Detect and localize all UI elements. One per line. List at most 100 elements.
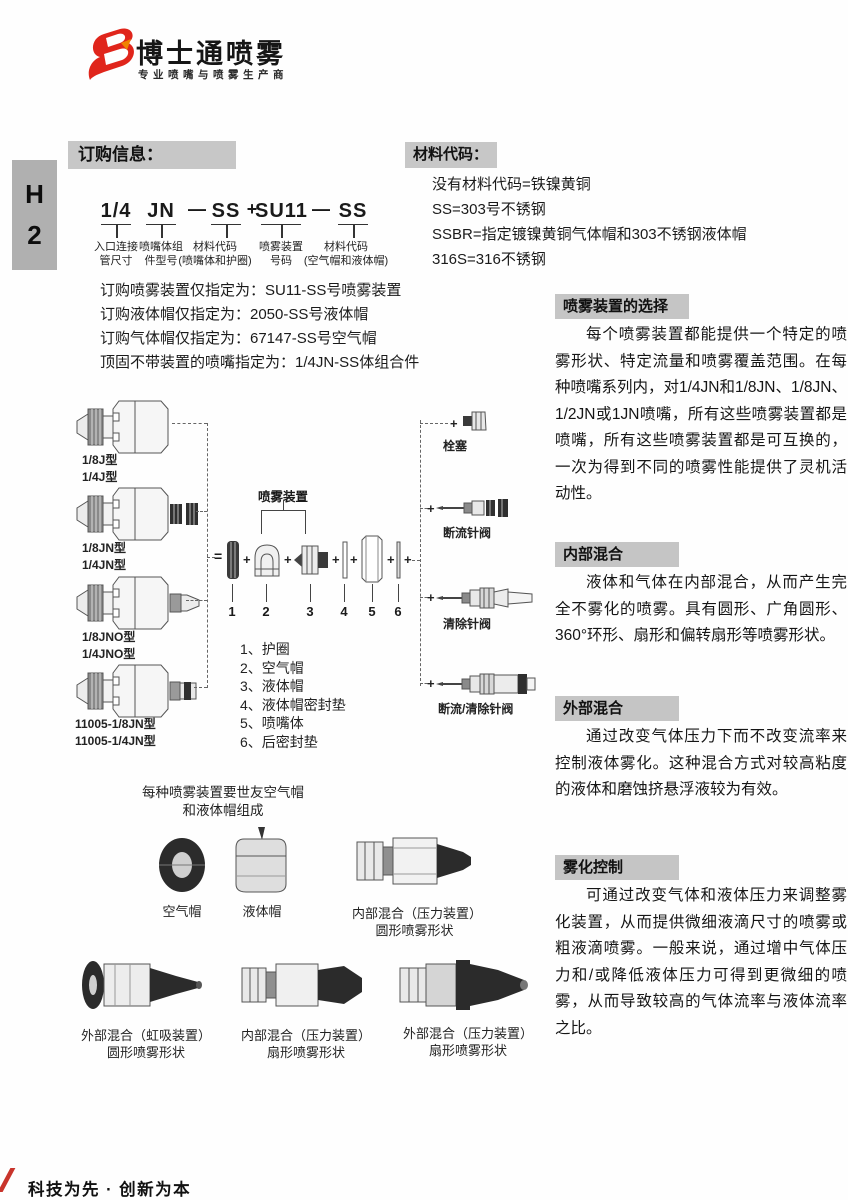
air-cap-drawing [159, 838, 205, 892]
sidebar-header-setup-selection: 喷雾装置的选择 [555, 294, 689, 319]
footer-slogan: 科技为先 · 创新为本 [28, 1181, 192, 1199]
sidebar-header-atomization-control: 雾化控制 [555, 855, 679, 880]
material-codes-list: 没有材料代码=铁镍黄铜 SS=303号不锈钢 SSBR=指定镀镍黄铜气体帽和30… [432, 172, 747, 272]
code-separator-1: — [188, 199, 206, 219]
part-number: 4 [340, 604, 348, 619]
assembly-bracket [261, 510, 262, 534]
ordering-example-line: 订购气体帽仅指定为：67147-SS号空气帽 [100, 330, 377, 347]
material-code-line: SSBR=指定镀镍黄铜气体帽和303不锈钢液体帽 [432, 226, 747, 243]
part-rear-seal-icon [396, 541, 401, 579]
sidebar-header-external-mix: 外部混合 [555, 696, 679, 721]
leader-line [266, 584, 267, 602]
code-connector [101, 224, 131, 238]
parts-list-item: 5、喷嘴体 [240, 715, 304, 731]
material-code-line: 316S=316不锈钢 [432, 251, 546, 268]
connector-dash [420, 508, 432, 509]
internal-mix-round-drawing [356, 837, 471, 885]
parts-list-item: 4、液体帽密封垫 [240, 696, 346, 713]
code-label-inlet: 入口连接管尺寸 [94, 241, 138, 267]
plus-sign: + [427, 676, 435, 691]
accessory-label: 断流针阀 [443, 526, 492, 540]
sidebar-body-atomization-control: 可通过改变气体和液体压力来调整雾化装置，从而提供微细液滴尺寸的喷雾或粗液滴喷雾。… [555, 887, 847, 1037]
code-label-setup: 喷雾装置号码 [259, 241, 303, 267]
sidebar-body-setup-selection: 每个喷雾装置都能提供一个特定的喷雾形状、特定流量和喷雾覆盖范围。在每种喷嘴系列内… [555, 326, 847, 502]
external-mix-pressure-drawing [399, 960, 528, 1010]
part-retainer-ring-icon [227, 541, 239, 579]
part-number: 2 [262, 604, 270, 619]
fluid-cap-label: 液体帽 [242, 904, 282, 919]
accessory-shutoff-cleanout-needle-icon [436, 673, 536, 695]
connector-dash [186, 600, 207, 601]
nozzle-drawing-j-type [76, 400, 169, 454]
accessory-shutoff-needle-icon [436, 499, 508, 517]
external-mix-siphon-drawing [82, 961, 202, 1009]
code-setup-number: SU11 [255, 200, 308, 222]
code-material-2: SS [338, 200, 368, 222]
fluid-cap-drawing [235, 827, 287, 893]
material-code-line: 没有材料代码=铁镍黄铜 [432, 176, 591, 193]
part-number: 3 [306, 604, 314, 619]
external-mix-pressure-label: 外部混合（压力装置） 扇形喷雾形状 [402, 1026, 533, 1058]
connector-spine-left [207, 423, 208, 688]
plus-sign: + [427, 590, 435, 605]
ordering-info-header: 订购信息： [68, 141, 236, 169]
leader-line [232, 584, 233, 602]
part-nozzle-body-icon [361, 535, 383, 583]
plus-sign: + [427, 501, 435, 516]
plus-sign: + [332, 552, 340, 567]
connector-dash [194, 687, 207, 688]
connector-dash [172, 423, 207, 424]
sidebar-body-external-mix: 通过改变气体压力下而不改变流率来控制液体雾化。这种混合方式对较高粘度的液体和磨蚀… [555, 728, 847, 798]
part-number: 5 [368, 604, 376, 619]
connector-dash [207, 557, 215, 558]
parts-list-item: 6、后密封垫 [240, 733, 318, 750]
plus-sign: + [350, 552, 358, 567]
external-mix-siphon-label: 外部混合（虹吸装置） 圆形喷雾形状 [80, 1028, 211, 1060]
plus-sign: + [284, 552, 292, 567]
material-code-line: SS=303号不锈钢 [432, 201, 546, 218]
brand-logo-icon [88, 28, 134, 80]
brand-tagline: 专业喷嘴与喷雾生产商 [138, 69, 288, 81]
ordering-example-line: 订购喷雾装置仅指定为：SU11-SS号喷雾装置 [100, 282, 402, 299]
connector-spine-right [420, 420, 421, 686]
code-connector [146, 224, 176, 238]
connector-dash [420, 423, 448, 424]
code-connector [211, 224, 241, 238]
parts-list-item: 1、护圈 [240, 641, 290, 657]
accessory-cleanout-needle-icon [436, 587, 533, 609]
connector-dash [420, 683, 432, 684]
code-connector [338, 224, 368, 238]
equals-sign: = [214, 548, 223, 564]
sidebar-body-internal-mix: 液体和气体在内部混合，从而产生完全不雾化的喷雾。具有圆形、广角圆形、360°环形… [555, 574, 847, 644]
accessory-label: 栓塞 [443, 439, 468, 453]
material-codes-header: 材料代码： [405, 142, 497, 168]
leader-line [398, 584, 399, 602]
air-cap-label: 空气帽 [162, 904, 202, 919]
accessory-label: 清除针阀 [443, 617, 492, 631]
plus-sign: + [243, 552, 251, 567]
leader-line [372, 584, 373, 602]
connector-dash [412, 560, 420, 561]
nozzle-drawing-11005-type [76, 664, 197, 718]
accessory-plug-icon [463, 411, 487, 431]
code-connector [261, 224, 301, 238]
assembly-bracket [283, 500, 284, 510]
parts-list-item: 2、空气帽 [240, 659, 304, 676]
part-number: 6 [394, 604, 402, 619]
part-air-cap-icon [254, 544, 280, 577]
internal-mix-fan-label: 内部混合（压力装置） 扇形喷雾形状 [240, 1028, 371, 1060]
footer-slash-icon [0, 1168, 16, 1192]
ordering-examples: 订购喷雾装置仅指定为：SU11-SS号喷雾装置 订购液体帽仅指定为：2050-S… [100, 279, 419, 375]
code-inlet-size: 1/4 [100, 200, 132, 222]
connector-dash [420, 597, 432, 598]
leader-line [310, 584, 311, 602]
plus-sign: + [450, 416, 458, 431]
code-separator-3: — [312, 199, 330, 219]
sidebar-header-internal-mix: 内部混合 [555, 542, 679, 567]
code-label-material-2: 材料代码(空气帽和液体帽) [303, 241, 389, 267]
